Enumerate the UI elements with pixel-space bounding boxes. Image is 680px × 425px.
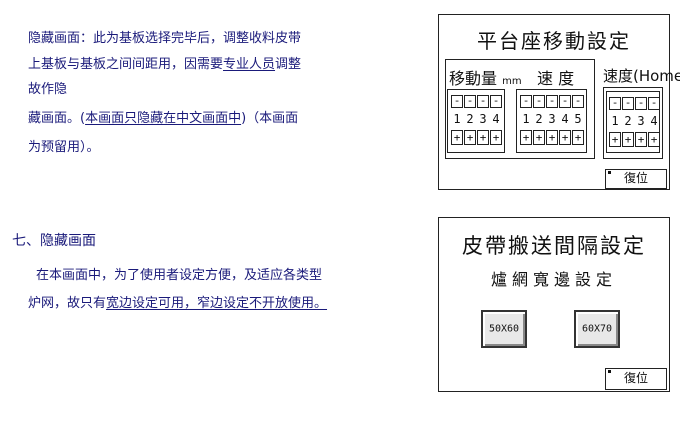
underlined-text: 专业人员: [223, 57, 276, 72]
digit-label: 3: [637, 114, 645, 128]
button-marker-icon: [608, 370, 611, 373]
text-segment: 藏画面。(: [28, 111, 86, 126]
label-text: 移動量: [449, 69, 498, 88]
digit-label: 4: [650, 114, 658, 128]
restore-button[interactable]: 復位: [605, 169, 667, 189]
decrement-cell[interactable]: -: [572, 95, 584, 108]
digit-label: 4: [561, 112, 569, 126]
paragraph-1-line-4: 藏画面。(本画面只隐藏在中文画面中)（本画面: [28, 107, 298, 131]
button-marker-icon: [608, 171, 611, 174]
speed-label: 速 度: [537, 69, 575, 88]
digit-label: 3: [548, 112, 556, 126]
underlined-text: 本画面只隐藏在中文画面中: [85, 111, 242, 126]
digit-label: 2: [466, 112, 474, 126]
text-segment: 上基板与基板之间间距用，因需要: [28, 57, 224, 72]
decrement-cell[interactable]: -: [546, 95, 558, 108]
decrement-cell[interactable]: -: [559, 95, 571, 108]
decrement-cell[interactable]: -: [533, 95, 545, 108]
decrement-cell[interactable]: -: [622, 97, 634, 110]
increment-row: +++++: [520, 130, 585, 145]
paragraph-2-line-1: 在本画面中，为了使用者设定方便，及适应各类型: [36, 268, 323, 283]
digit-label: 4: [492, 112, 500, 126]
decrement-row: ----: [451, 95, 503, 108]
increment-cell[interactable]: +: [477, 130, 489, 145]
underlined-text: 宽边设定可用，窄边设定不开放使用。: [106, 296, 328, 311]
increment-cell[interactable]: +: [520, 130, 532, 145]
digit-label: 1: [522, 112, 530, 126]
decrement-cell[interactable]: -: [648, 97, 660, 110]
text-segment: 炉网，故只有: [28, 296, 107, 311]
decrement-cell[interactable]: -: [477, 95, 489, 108]
paragraph-2-line-2: 炉网，故只有宽边设定可用，窄边设定不开放使用。: [28, 292, 327, 316]
unit-label: mm: [502, 76, 522, 87]
decrement-cell[interactable]: -: [451, 95, 463, 108]
option-label: 50X60: [488, 323, 520, 335]
decrement-row: ----: [609, 97, 661, 110]
panel-title: 皮帶搬送間隔設定: [462, 234, 646, 258]
home-speed-frame: [603, 87, 663, 159]
digit-label: 5: [574, 112, 582, 126]
restore-button[interactable]: 復位: [605, 368, 667, 390]
increment-cell[interactable]: +: [490, 130, 502, 145]
increment-cell[interactable]: +: [451, 130, 463, 145]
text-segment: )（本画面: [241, 111, 299, 126]
digit-label: 2: [535, 112, 543, 126]
button-label: 復位: [623, 171, 648, 185]
increment-cell[interactable]: +: [546, 130, 558, 145]
increment-cell[interactable]: +: [572, 130, 584, 145]
digit-label: 3: [479, 112, 487, 126]
paragraph-1-line-1: 隐藏画面：此为基板选择完毕后，调整收料皮带: [28, 31, 302, 46]
move-amount-label: 移動量 mm: [449, 65, 522, 89]
decrement-cell[interactable]: -: [490, 95, 502, 108]
move-speed-frame: [445, 59, 595, 159]
home-speed-label: 速度(Home): [603, 67, 680, 85]
decrement-row: -----: [520, 95, 585, 108]
decrement-cell[interactable]: -: [635, 97, 647, 110]
digit-label: 1: [611, 114, 619, 128]
option-label: 60X70: [581, 323, 613, 335]
section-heading: 七、隐藏画面: [12, 233, 96, 249]
decrement-cell[interactable]: -: [609, 97, 621, 110]
increment-cell[interactable]: +: [622, 132, 634, 147]
increment-cell[interactable]: +: [635, 132, 647, 147]
digit-label: 2: [624, 114, 632, 128]
panel-subtitle: 爐網寬邊設定: [490, 270, 617, 289]
increment-cell[interactable]: +: [648, 132, 660, 147]
decrement-cell[interactable]: -: [464, 95, 476, 108]
paragraph-1-line-2: 上基板与基板之间间距用，因需要专业人员调整: [28, 53, 301, 77]
decrement-cell[interactable]: -: [520, 95, 532, 108]
text-segment: 调整: [275, 57, 302, 72]
increment-row: ++++: [609, 132, 661, 147]
belt-spacing-panel: 皮帶搬送間隔設定 爐網寬邊設定 50X60 60X70 復位: [438, 217, 670, 392]
size-option-60x70-button[interactable]: 60X70: [574, 310, 620, 348]
paragraph-1-line-3: 故作隐: [28, 82, 68, 97]
panel-title: 平台座移動設定: [477, 29, 631, 53]
increment-cell[interactable]: +: [533, 130, 545, 145]
increment-cell[interactable]: +: [609, 132, 621, 147]
paragraph-1-line-5: 为预留用）。: [28, 140, 100, 155]
increment-cell[interactable]: +: [559, 130, 571, 145]
button-label: 復位: [623, 371, 648, 385]
digit-label: 1: [453, 112, 461, 126]
size-option-50x60-button[interactable]: 50X60: [481, 310, 527, 348]
increment-row: ++++: [451, 130, 503, 145]
increment-cell[interactable]: +: [464, 130, 476, 145]
